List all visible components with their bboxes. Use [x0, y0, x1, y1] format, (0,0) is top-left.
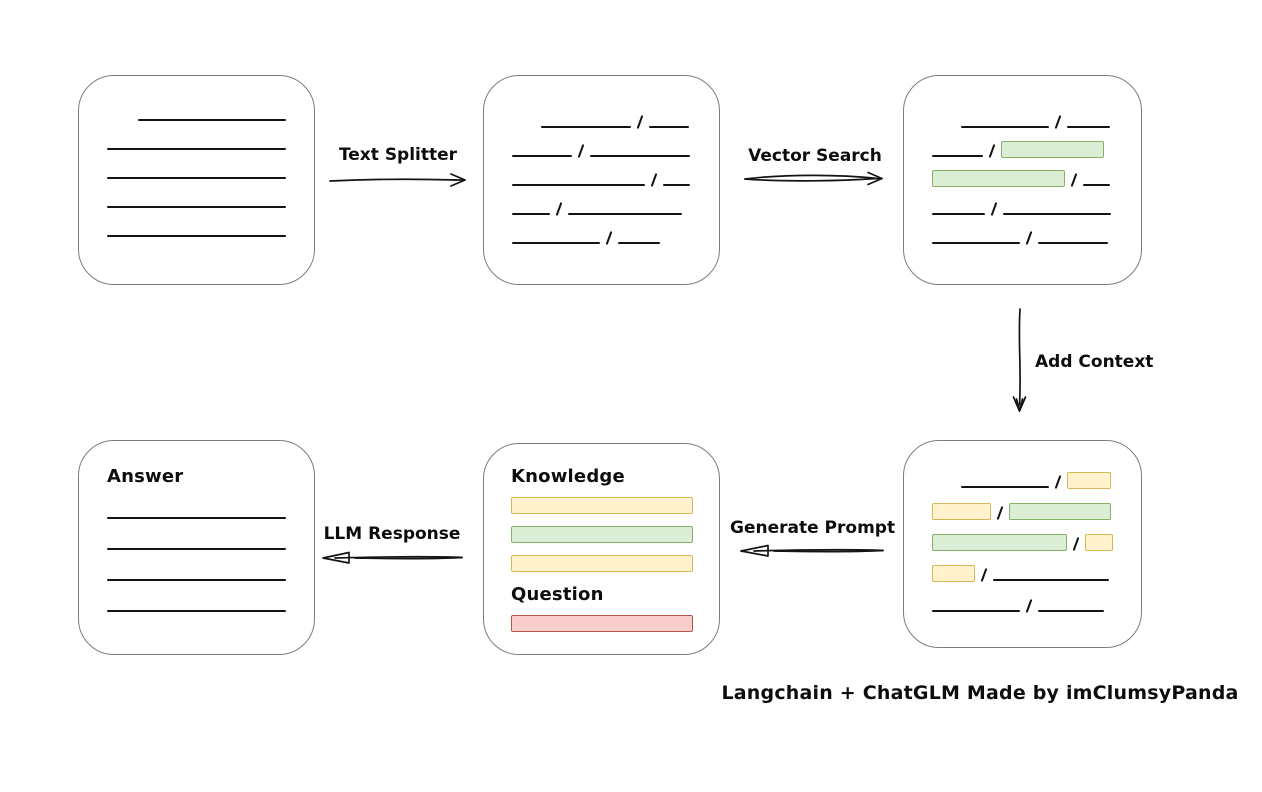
text-line [649, 126, 689, 128]
yellow-highlight-chip [932, 565, 975, 582]
slash-separator [605, 231, 613, 245]
question-heading: Question [511, 584, 604, 605]
text-splitter-label: Text Splitter [338, 145, 458, 165]
slash-separator [636, 115, 644, 129]
document-lines [79, 76, 314, 249]
green-highlight-chip [1001, 141, 1104, 158]
green-bar [511, 526, 693, 543]
text-line [568, 213, 682, 215]
text-line [541, 126, 631, 128]
slash-separator [555, 202, 563, 216]
text-line [1038, 610, 1104, 612]
answer-line [107, 610, 286, 612]
source-document-card [78, 75, 315, 285]
text-line [512, 242, 600, 244]
slash-separator [577, 144, 585, 158]
vector-search-label: Vector Search [748, 146, 882, 166]
text-line [1003, 213, 1111, 215]
slash-separator [1072, 537, 1080, 551]
text-line [961, 486, 1049, 488]
add-context-arrow [1012, 308, 1027, 412]
text-line [138, 119, 286, 121]
text-line [512, 155, 572, 157]
answer-card: Answer [78, 440, 315, 655]
knowledge-heading: Knowledge [511, 466, 625, 487]
text-line [1067, 126, 1110, 128]
green-highlight-chip [932, 534, 1067, 551]
diagram-caption: Langchain + ChatGLM Made by imClumsyPand… [721, 682, 1239, 704]
vector-lines [904, 76, 1141, 256]
llm-response-label: LLM Response [323, 524, 461, 544]
context-chunks-card [903, 440, 1142, 648]
split-chunks-card [483, 75, 720, 285]
text-line [932, 242, 1020, 244]
text-line [512, 213, 550, 215]
text-line [618, 242, 660, 244]
vector-search-arrow [744, 171, 883, 186]
chunk-lines [484, 76, 719, 256]
slash-separator [988, 144, 996, 158]
slash-separator [1054, 475, 1062, 489]
yellow-bar [511, 497, 693, 514]
text-line [1083, 184, 1110, 186]
text-line [107, 206, 286, 208]
text-line [1038, 242, 1108, 244]
slash-separator [980, 568, 988, 582]
generate-prompt-label: Generate Prompt [730, 518, 896, 538]
text-line [932, 610, 1020, 612]
text-line [107, 148, 286, 150]
slash-separator [1054, 115, 1062, 129]
slash-separator [990, 202, 998, 216]
text-line [512, 184, 645, 186]
knowledge-bars [511, 497, 693, 572]
text-line [993, 579, 1109, 581]
text-splitter-arrow [329, 173, 466, 187]
answer-line [107, 579, 286, 581]
yellow-highlight-chip [932, 503, 991, 520]
answer-heading: Answer [107, 466, 184, 487]
green-highlight-chip [932, 170, 1065, 187]
text-line [107, 235, 286, 237]
slash-separator [996, 506, 1004, 520]
slash-separator [1070, 173, 1078, 187]
yellow-highlight-chip [1085, 534, 1113, 551]
vector-result-card [903, 75, 1142, 285]
slash-separator [1025, 231, 1033, 245]
slash-separator [1025, 599, 1033, 613]
text-line [932, 155, 983, 157]
prompt-card: Knowledge Question [483, 443, 720, 655]
red-bar [511, 615, 693, 632]
text-line [932, 213, 985, 215]
answer-content: Answer [79, 441, 314, 654]
answer-lines [107, 517, 286, 612]
llm-response-arrow [322, 551, 463, 564]
prompt-content: Knowledge Question [484, 444, 719, 654]
context-lines [904, 441, 1141, 626]
slash-separator [650, 173, 658, 187]
green-highlight-chip [1009, 503, 1111, 520]
generate-prompt-arrow [740, 544, 884, 557]
answer-line [107, 548, 286, 550]
answer-line [107, 517, 286, 519]
text-line [961, 126, 1049, 128]
yellow-highlight-chip [1067, 472, 1111, 489]
text-line [107, 177, 286, 179]
add-context-label: Add Context [1035, 352, 1154, 372]
yellow-bar [511, 555, 693, 572]
text-line [590, 155, 690, 157]
text-line [663, 184, 690, 186]
question-bars [511, 615, 693, 632]
